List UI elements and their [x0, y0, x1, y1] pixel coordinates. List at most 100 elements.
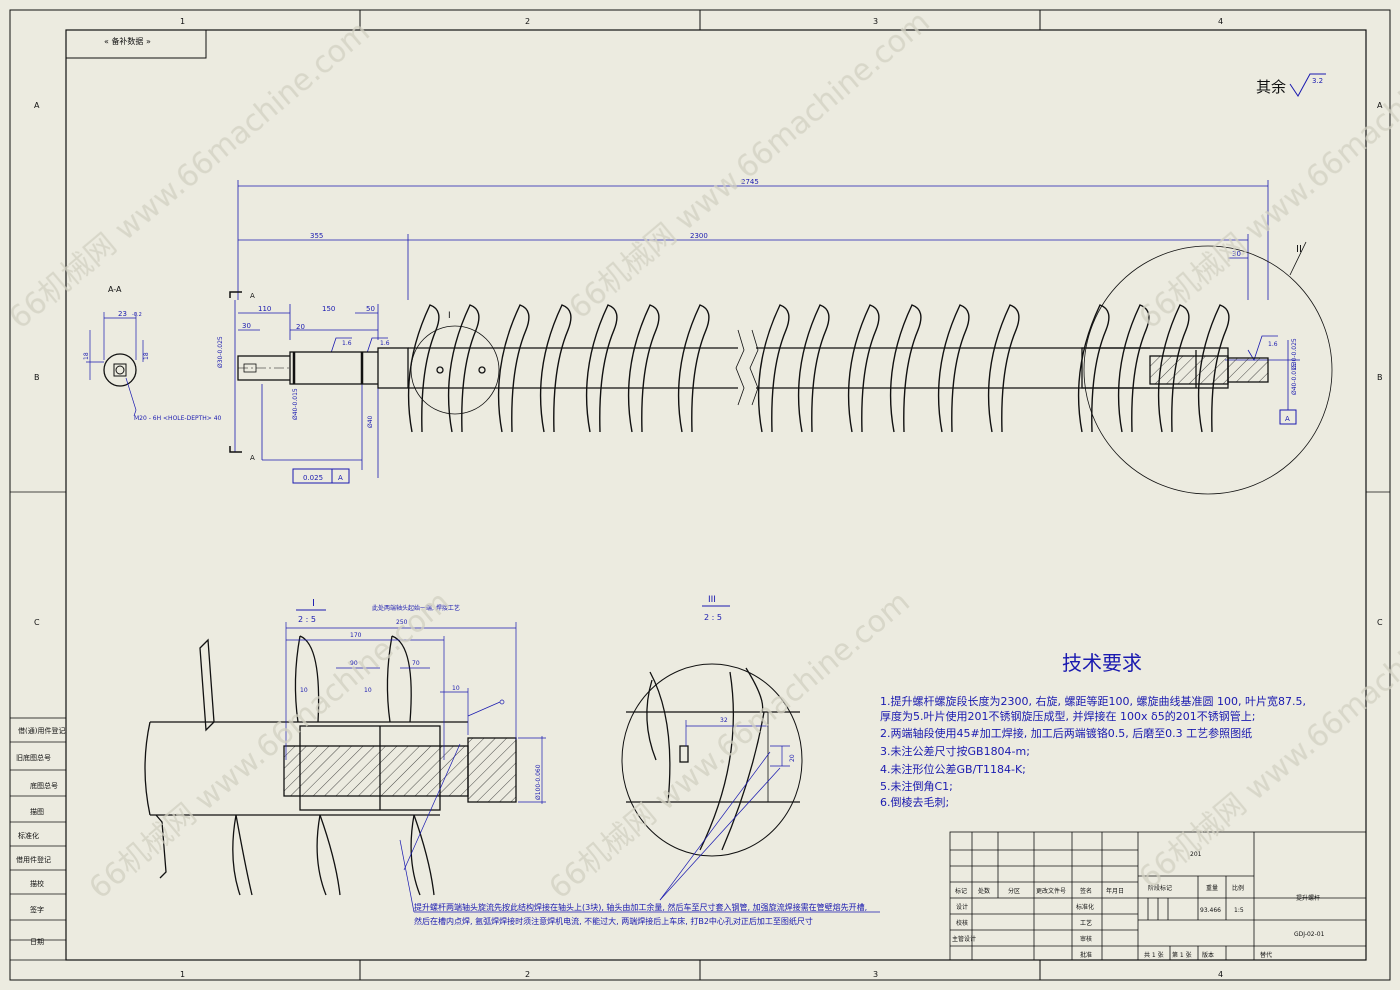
tolerance-frame: 0.025 A: [292, 468, 350, 484]
section-aa: A-A 23 -0.2 18 18 M20 - 6H <HOLE-DEPTH> …: [83, 285, 222, 422]
tech-requirements: 技术要求 1.提升螺杆螺旋段长度为2300, 右旋, 螺距等距100, 螺旋曲线…: [880, 651, 1306, 809]
flight-4: [585, 304, 618, 433]
detail-circle-iii: [410, 325, 500, 415]
weld-note-2: 然后在槽内点焊, 氩弧焊焊接时须注意焊机电流, 不能过大, 两端焊接后上车床, …: [414, 916, 813, 926]
diam-d5: Ø40-0.015: [1291, 363, 1298, 395]
dim-110: 110: [258, 305, 271, 313]
tech-req-3: 3.未注公差尺寸按GB1804-m;: [880, 744, 1030, 758]
tb-scale: 1:5: [1234, 907, 1244, 914]
flight-10: [889, 304, 922, 433]
diam-d1: Ø30-0.025: [217, 336, 224, 368]
main-dim-lines: [234, 180, 1300, 478]
flight-13: [1077, 304, 1110, 433]
cut-mark-top: A: [250, 292, 255, 300]
zone-top-4: 4: [1218, 17, 1223, 26]
flight-0: [407, 304, 440, 433]
surface-note: 其余 3.2: [1256, 73, 1326, 97]
zone-left-a: A: [34, 101, 40, 110]
zone-bottom-4: 4: [1218, 970, 1223, 979]
tol-value: 0.025: [303, 474, 323, 482]
zone-right-b: B: [1377, 373, 1383, 382]
tb-sheets: 共 1 张: [1144, 951, 1164, 959]
zone-left-c: C: [34, 618, 40, 627]
tb-h-2: 分区: [1008, 887, 1020, 895]
tb-h-3: 更改文件号: [1036, 887, 1066, 895]
weld-note-1: 提升螺杆两端轴头旋流先按此结构焊接在轴头上(3块), 轴头由加工余量, 然后车至…: [414, 902, 867, 912]
tb-h-5: 年月日: [1106, 887, 1124, 895]
dim-left: 355: [310, 232, 323, 240]
zone-bottom-1: 1: [180, 970, 185, 979]
tb-stage: 阶段标记: [1148, 884, 1172, 892]
lc-2: 底图总号: [30, 781, 58, 790]
lc-4: 标准化: [18, 831, 39, 840]
main-view: 2745 355 2300 110 30 150 50 30 20 Ø30-0.…: [217, 178, 1333, 495]
flight-11: [937, 304, 970, 433]
zone-bottom-3: 3: [873, 970, 878, 979]
aa-d1: 23: [118, 310, 127, 318]
rough-2: 1.6: [380, 340, 390, 347]
surface-value: 3.2: [1312, 77, 1323, 85]
tb-design: 设计: [956, 903, 968, 911]
drawing-no-text: « 备补数据 »: [104, 36, 151, 46]
dI-90: 90: [350, 660, 358, 667]
frame: [9, 9, 1391, 981]
zone-labels: 1 2 3 4 1 2 3 4 A B C A B C: [34, 17, 1383, 979]
lc-8: 日期: [30, 938, 44, 946]
flight-2: [497, 304, 530, 433]
drawing-no-box: « 备补数据 »: [65, 29, 207, 59]
tb-sheet-no: 第 1 张: [1172, 951, 1192, 959]
diam-d3: Ø40: [367, 415, 374, 428]
dim-150: 150: [322, 305, 335, 313]
tech-req-2: 2.两端轴段使用45#加工焊接, 加工后两端镀铬0.5, 后磨至0.3 工艺参照…: [880, 726, 1252, 740]
dIII-20: 20: [789, 754, 796, 762]
flight-12: [987, 304, 1020, 433]
tech-req-6: 6.倒棱去毛刺;: [880, 796, 949, 809]
flight-6: [677, 304, 710, 433]
tb-std: 标准化: [1076, 903, 1094, 911]
tech-req-5: 5.未注倒角C1;: [880, 779, 953, 793]
tb-approve: 批准: [1080, 951, 1092, 959]
detail-i-scale: 2 : 5: [298, 615, 316, 624]
diam-d4: Ø30-0.025: [1291, 338, 1298, 370]
tb-h-1: 处数: [978, 887, 990, 895]
dI-dia: Ø100-0.060: [535, 764, 542, 800]
dI-250: 250: [396, 619, 408, 626]
flight-1: [447, 304, 480, 433]
detail-ii-tag: II: [1296, 244, 1302, 255]
rough-1: 1.6: [342, 340, 352, 347]
dI-10c: 10: [300, 687, 308, 694]
detail-i: I 2 : 5 此处两端轴头起始一端, 焊接工艺: [144, 598, 546, 896]
detail-iii-tag: I: [448, 311, 451, 321]
zone-left-b: B: [34, 373, 40, 382]
left-shaft: [237, 347, 409, 389]
flight-8: [797, 304, 830, 433]
flight-9: [847, 304, 880, 433]
tol-ref: A: [338, 474, 343, 482]
title-block: [949, 831, 1367, 961]
zone-right-a: A: [1377, 101, 1383, 110]
dim-30-right: 30: [1232, 250, 1241, 258]
tb-scale-h: 比例: [1232, 884, 1244, 892]
right-shaft: [1081, 347, 1269, 389]
cut-mark-bottom: A: [250, 454, 255, 462]
tb-weight: 93.466: [1200, 907, 1221, 914]
detail-circle-ii: [1083, 245, 1333, 495]
detail-i-note: 此处两端轴头起始一端, 焊接工艺: [372, 604, 460, 612]
section-aa-title: A-A: [108, 285, 122, 294]
tb-material: 201: [1190, 851, 1202, 858]
lc-3: 描图: [30, 807, 44, 816]
dI-10b: 10: [452, 685, 460, 692]
diam-d2: Ø40-0.015: [292, 388, 299, 420]
lc-6: 描校: [30, 879, 44, 888]
tb-check: 校核: [956, 919, 968, 927]
aa-d2b: 18: [143, 352, 150, 360]
dI-70: 70: [412, 660, 420, 667]
tb-main: 主管设计: [952, 935, 976, 943]
flight-7: [757, 304, 790, 433]
tb-proc: 工艺: [1080, 919, 1092, 927]
datum-a: A: [1285, 415, 1290, 423]
flight-5: [627, 304, 660, 433]
lc-5: 借用件登记: [16, 855, 51, 864]
